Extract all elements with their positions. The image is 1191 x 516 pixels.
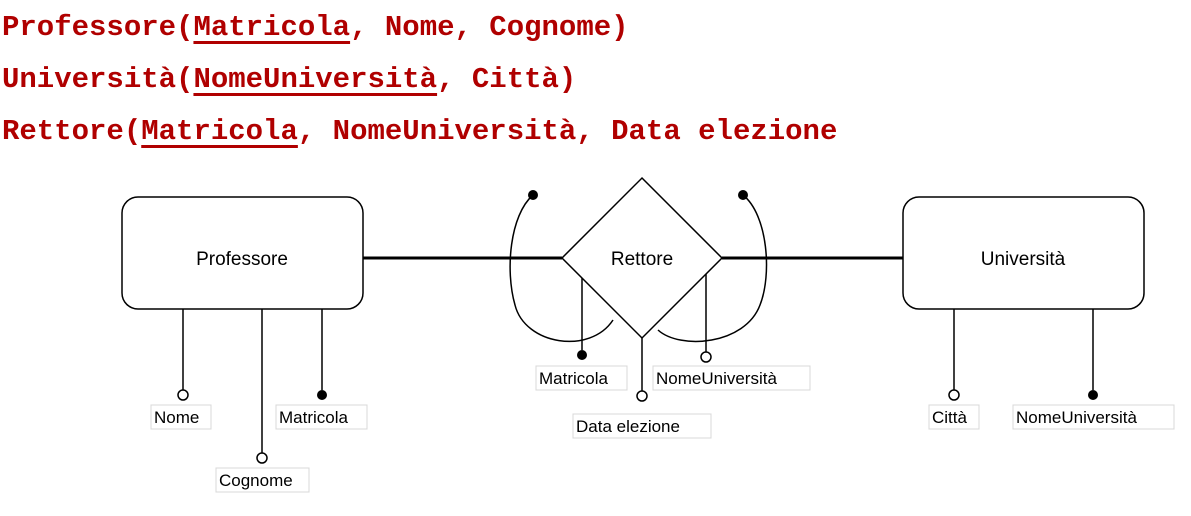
table-attributes: , NomeUniversità, Data elezione — [297, 115, 838, 148]
identifier-arc-left — [509, 194, 614, 343]
attribute-label: Matricola — [279, 408, 349, 427]
schema-rettore: Rettore(Matricola, NomeUniversità, Data … — [2, 117, 837, 146]
paren: ( — [176, 63, 194, 96]
table-attributes: , Nome, Cognome) — [350, 11, 629, 44]
identifier-dot-left — [528, 190, 538, 200]
identifier-arc-right — [657, 194, 768, 343]
table-name: Professore — [2, 11, 177, 44]
attribute-nomeuniversita-rettore[interactable]: NomeUniversità — [652, 274, 811, 391]
schema-professore: Professore(Matricola, Nome, Cognome) — [2, 13, 629, 42]
attribute-matricola-rettore[interactable]: Matricola — [535, 278, 628, 391]
entity-professore[interactable]: Professore — [121, 196, 364, 310]
attribute-matricola-professore[interactable]: Matricola — [275, 309, 368, 430]
key-attribute-marker — [1088, 390, 1098, 400]
paren: ( — [176, 11, 194, 44]
attribute-nomeuniversita[interactable]: NomeUniversità — [1012, 309, 1175, 430]
optional-attribute-marker — [256, 452, 268, 464]
attribute-label: Città — [932, 408, 968, 427]
schema-universita: Università(NomeUniversità, Città) — [2, 65, 576, 94]
table-name: Università — [2, 63, 177, 96]
attribute-label: NomeUniversità — [1016, 408, 1137, 427]
attribute-label: Data elezione — [576, 417, 680, 436]
primary-key: Matricola — [141, 115, 298, 148]
entity-universita[interactable]: Università — [902, 196, 1145, 310]
attribute-cognome[interactable]: Cognome — [215, 309, 310, 493]
primary-key: Matricola — [193, 11, 351, 44]
attribute-label: NomeUniversità — [656, 369, 777, 388]
key-attribute-marker — [577, 350, 587, 360]
primary-key: NomeUniversità — [193, 63, 438, 96]
optional-attribute-marker — [177, 389, 189, 401]
entity-label: Università — [981, 249, 1066, 270]
attribute-label: Cognome — [219, 471, 293, 490]
attribute-data-elezione[interactable]: Data elezione — [572, 338, 712, 439]
table-attributes: , Città) — [437, 63, 577, 96]
optional-attribute-marker — [948, 389, 960, 401]
key-attribute-marker — [317, 390, 327, 400]
optional-attribute-marker — [636, 390, 648, 402]
table-name: Rettore — [2, 115, 124, 148]
relationship-label: Rettore — [611, 249, 673, 270]
attribute-label: Nome — [154, 408, 199, 427]
optional-attribute-marker — [700, 351, 712, 363]
paren: ( — [123, 115, 142, 148]
entity-label: Professore — [196, 249, 288, 270]
relationship-rettore[interactable]: Rettore — [560, 176, 724, 340]
attribute-nome[interactable]: Nome — [150, 309, 212, 430]
attribute-citta[interactable]: Città — [928, 309, 980, 430]
attribute-label: Matricola — [539, 369, 609, 388]
identifier-dot-right — [738, 190, 748, 200]
